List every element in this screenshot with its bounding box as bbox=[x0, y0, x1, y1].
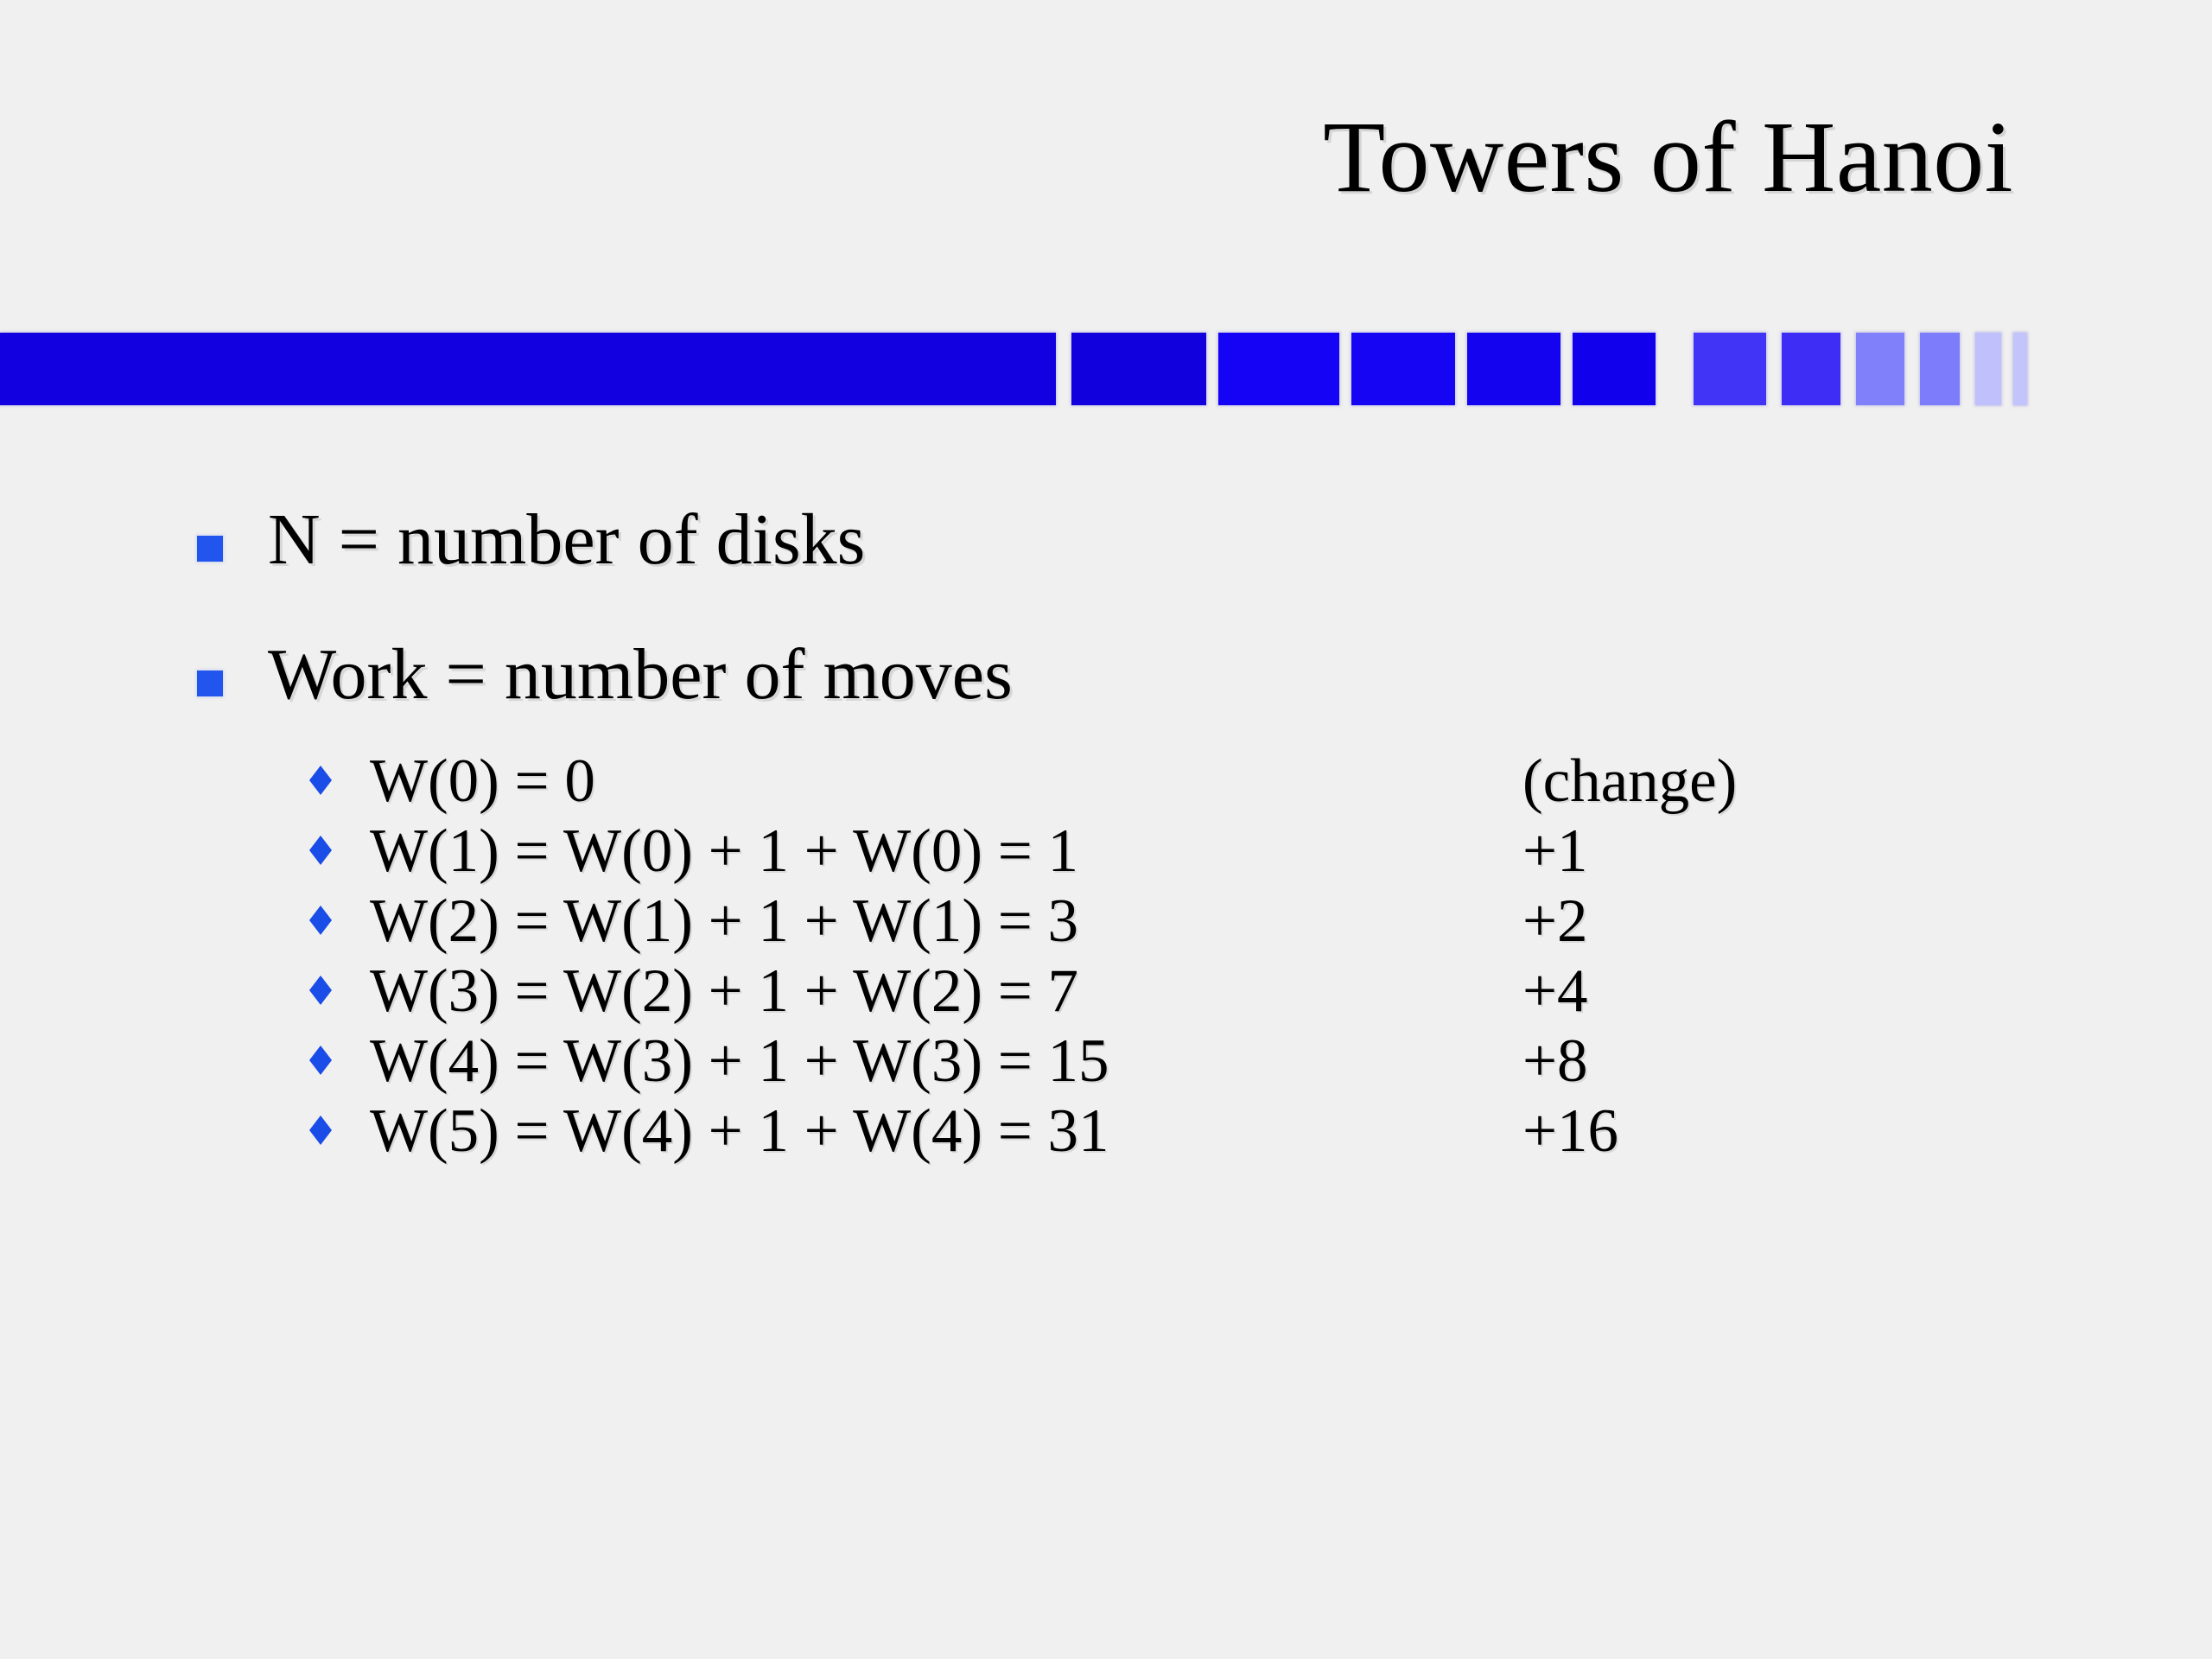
list-item: W(4) = W(3) + 1 + W(3) = 15 +8 bbox=[0, 1027, 2212, 1096]
bar-segment bbox=[1351, 333, 1455, 405]
list-item: W(5) = W(4) + 1 + W(4) = 31 +16 bbox=[0, 1096, 2212, 1166]
decorative-segmented-bar bbox=[0, 333, 2212, 405]
recurrence-equation: W(3) = W(2) + 1 + W(2) = 7 bbox=[370, 957, 1079, 1025]
bar-segment bbox=[1856, 333, 1904, 405]
change-value: +1 bbox=[1522, 817, 1588, 885]
change-value: +4 bbox=[1522, 957, 1588, 1025]
diamond-bullet-icon bbox=[309, 1116, 332, 1145]
diamond-bullet-icon bbox=[309, 766, 332, 795]
list-item: W(1) = W(0) + 1 + W(0) = 1 +1 bbox=[0, 817, 2212, 887]
recurrence-equation: W(0) = 0 bbox=[370, 747, 595, 815]
square-bullet-icon bbox=[197, 536, 223, 562]
title-area: Towers of Hanoi bbox=[0, 104, 2013, 211]
change-value: +2 bbox=[1522, 887, 1588, 955]
bullet-label-disks: N = number of disks bbox=[268, 499, 866, 580]
bar-segment bbox=[0, 333, 1056, 405]
bar-segment bbox=[1071, 333, 1206, 405]
bar-segment bbox=[1920, 333, 1960, 405]
bullet-item-disks: N = number of disks bbox=[0, 484, 2212, 596]
bullet-label-work: Work = number of moves bbox=[268, 634, 1013, 715]
diamond-bullet-icon bbox=[309, 836, 332, 865]
bar-segment bbox=[1218, 333, 1339, 405]
diamond-bullet-icon bbox=[309, 1046, 332, 1075]
change-column-header: (change) bbox=[1522, 747, 1738, 815]
bar-segment bbox=[1975, 333, 2001, 405]
bar-segment bbox=[1467, 333, 1560, 405]
list-item: W(0) = 0 (change) bbox=[0, 747, 2212, 817]
recurrence-equation: W(1) = W(0) + 1 + W(0) = 1 bbox=[370, 817, 1079, 885]
change-value: +16 bbox=[1522, 1097, 1619, 1165]
list-item: W(3) = W(2) + 1 + W(2) = 7 +4 bbox=[0, 957, 2212, 1027]
bar-segment bbox=[1573, 333, 1656, 405]
page-title: Towers of Hanoi bbox=[1323, 100, 2013, 213]
bar-segment bbox=[2013, 333, 2027, 405]
square-bullet-icon bbox=[197, 671, 223, 696]
diamond-bullet-icon bbox=[309, 976, 332, 1005]
recurrence-equation: W(2) = W(1) + 1 + W(1) = 3 bbox=[370, 887, 1079, 955]
bar-segment bbox=[1782, 333, 1840, 405]
diamond-bullet-icon bbox=[309, 906, 332, 935]
slide-body: N = number of disks Work = number of mov… bbox=[0, 484, 2212, 1166]
bar-segment bbox=[1694, 333, 1766, 405]
change-value: +8 bbox=[1522, 1027, 1588, 1095]
recurrence-equation: W(5) = W(4) + 1 + W(4) = 31 bbox=[370, 1097, 1109, 1165]
bullet-item-work: Work = number of moves bbox=[0, 619, 2212, 731]
recurrence-equation: W(4) = W(3) + 1 + W(3) = 15 bbox=[370, 1027, 1109, 1095]
list-item: W(2) = W(1) + 1 + W(1) = 3 +2 bbox=[0, 887, 2212, 957]
